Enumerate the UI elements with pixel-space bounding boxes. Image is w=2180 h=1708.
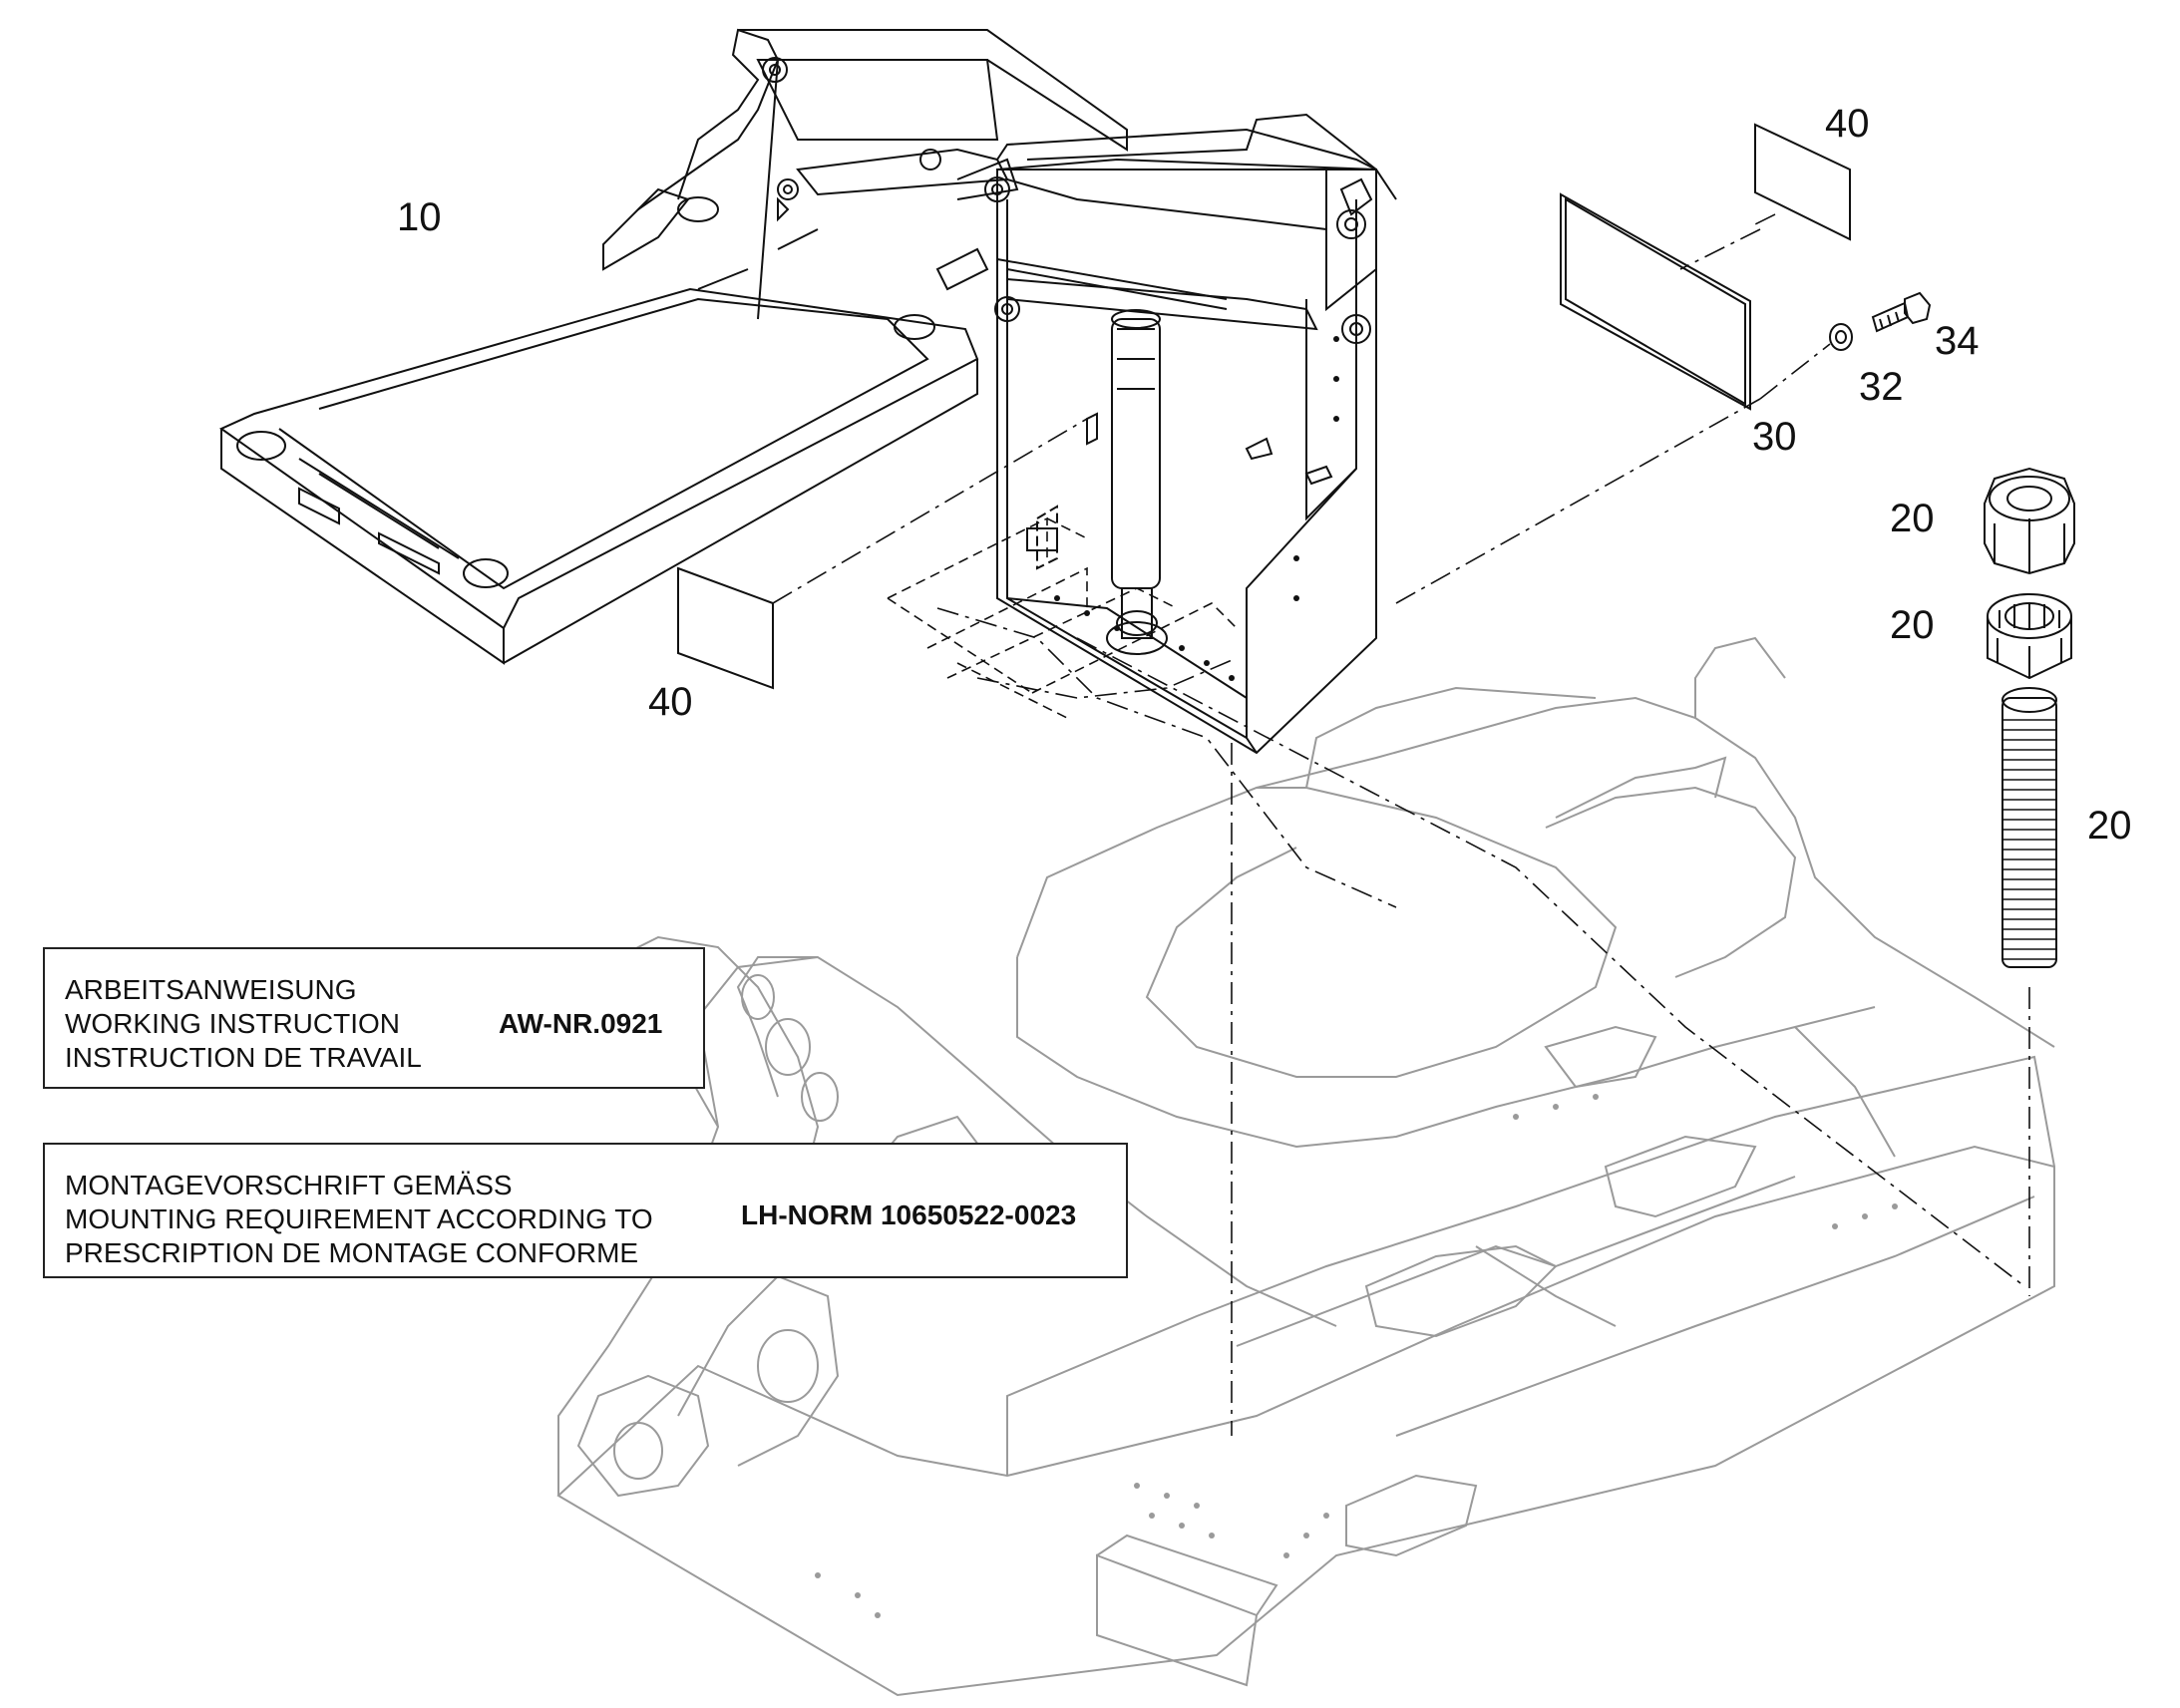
label-plate-right-drawing bbox=[1754, 123, 1851, 241]
washer-drawing bbox=[1829, 323, 1853, 351]
working-instruction-number: AW-NR.0921 bbox=[499, 1008, 663, 1039]
cover-plate-drawing bbox=[1560, 192, 1751, 411]
callout-32: 32 bbox=[1859, 365, 1904, 409]
note-line: WORKING INSTRUCTION bbox=[65, 1008, 400, 1039]
callout-20-threaded-rod: 20 bbox=[2087, 804, 2132, 848]
bolt-drawing bbox=[1871, 291, 1932, 333]
callout-30: 30 bbox=[1752, 415, 1797, 459]
callout-34: 34 bbox=[1935, 319, 1980, 363]
slotted-nut-drawing bbox=[1987, 593, 2072, 680]
mounting-requirement-note: MONTAGEVORSCHRIFT GEMÄSS MOUNTING REQUIR… bbox=[43, 1143, 1128, 1278]
callout-40-right: 40 bbox=[1825, 102, 1870, 146]
label-plate-left-drawing bbox=[677, 566, 774, 690]
assembly-center-lines bbox=[772, 213, 2030, 1436]
callout-20-nut: 20 bbox=[1890, 497, 1935, 540]
callout-40-left: 40 bbox=[648, 680, 693, 724]
mounting-requirement-text: MONTAGEVORSCHRIFT GEMÄSS MOUNTING REQUIR… bbox=[65, 1169, 653, 1270]
working-instruction-text: ARBEITSANWEISUNG WORKING INSTRUCTION INS… bbox=[65, 973, 422, 1075]
upright-assembly-drawing bbox=[996, 113, 1397, 755]
hole-projection-lines bbox=[887, 516, 1238, 719]
note-line: ARBEITSANWEISUNG bbox=[65, 974, 357, 1005]
mounting-requirement-standard: LH-NORM 10650522-0023 bbox=[741, 1199, 1077, 1230]
working-instruction-note: ARBEITSANWEISUNG WORKING INSTRUCTION INS… bbox=[43, 947, 705, 1089]
note-line: INSTRUCTION DE TRAVAIL bbox=[65, 1042, 422, 1073]
counterweight-frame-drawing bbox=[218, 28, 1128, 665]
threaded-rod-drawing bbox=[2001, 687, 2057, 968]
callout-10: 10 bbox=[397, 195, 442, 239]
note-line: MONTAGEVORSCHRIFT GEMÄSS bbox=[65, 1170, 513, 1200]
callout-20-slotted-nut: 20 bbox=[1890, 603, 1935, 647]
hex-nut-drawing bbox=[1984, 467, 2075, 575]
note-line: MOUNTING REQUIREMENT ACCORDING TO bbox=[65, 1203, 653, 1234]
note-line: PRESCRIPTION DE MONTAGE CONFORME bbox=[65, 1237, 639, 1268]
